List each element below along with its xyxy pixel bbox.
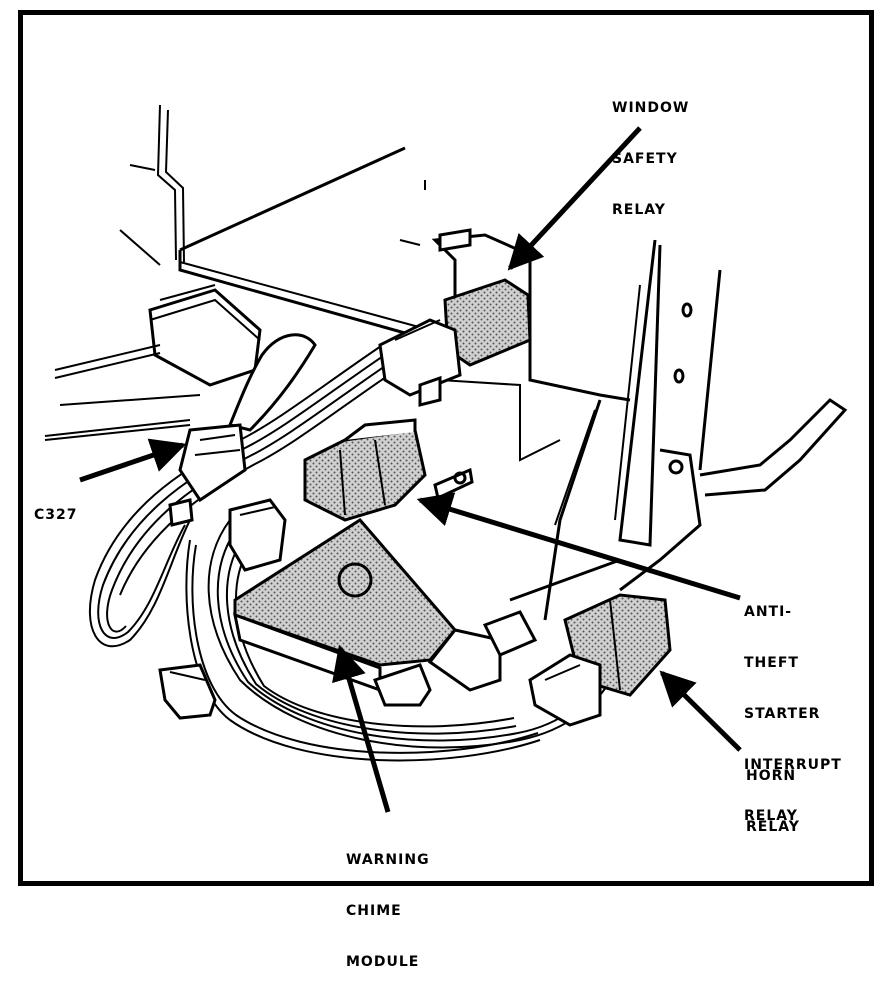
horn-relay	[482, 593, 672, 727]
leader-arrows	[79, 126, 742, 813]
label-window-safety-relay: WINDOW SAFETY RELAY	[612, 66, 689, 236]
anti-theft-arrow	[416, 492, 741, 601]
label-c327: C327	[34, 473, 78, 541]
dash-panel-structure	[44, 104, 431, 441]
horn-relay-arrow	[659, 670, 742, 752]
label-line: INTERRUPT	[744, 757, 842, 773]
label-anti-theft-relay: ANTI- THEFT STARTER INTERRUPT RELAY	[744, 570, 842, 842]
anti-theft-relay	[303, 418, 474, 522]
c327-arrow	[79, 438, 187, 483]
wiring-diagram	[44, 104, 848, 813]
label-line: CHIME	[346, 903, 402, 919]
label-line: THEFT	[744, 655, 799, 671]
label-warning-chime-module: WARNING CHIME MODULE	[346, 818, 430, 988]
warning-chime-module	[158, 518, 502, 720]
label-line: ANTI-	[744, 604, 793, 620]
mounting-bracket	[429, 233, 848, 621]
label-line: C327	[34, 507, 78, 523]
chime-arrow	[332, 644, 391, 813]
label-line: SAFETY	[612, 151, 678, 167]
label-line: RELAY	[744, 808, 798, 824]
label-line: RELAY	[612, 202, 666, 218]
label-horn-relay: HORN RELAY	[746, 734, 800, 853]
label-line: STARTER	[744, 706, 821, 722]
label-line: MODULE	[346, 954, 420, 970]
window-relay-arrow	[507, 126, 642, 271]
label-line: WINDOW	[612, 100, 690, 116]
window-safety-relay	[378, 228, 532, 407]
diagram-frame	[18, 10, 874, 886]
label-line: WARNING	[346, 852, 430, 868]
c327-connector	[168, 498, 287, 572]
label-line: RELAY	[746, 819, 800, 835]
label-line: HORN	[746, 768, 797, 784]
